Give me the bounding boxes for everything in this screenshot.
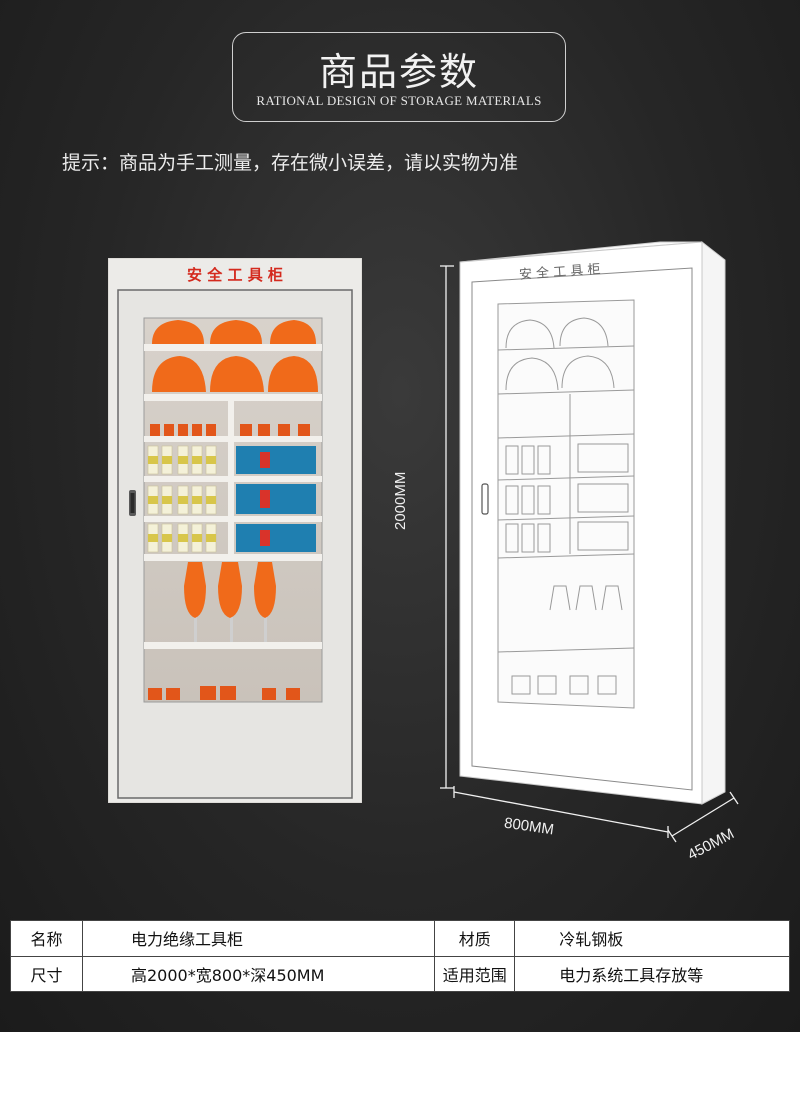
line-cabinet-label: 安 全 工 具 柜 — [518, 261, 600, 283]
spec-value-name: 电力绝缘工具柜 — [81, 920, 436, 957]
depth-dimension-line — [667, 791, 739, 843]
spec-label-scope: 适用范围 — [434, 955, 516, 992]
spec-label-size: 尺寸 — [10, 955, 83, 992]
table-row: 尺寸 高2000*宽800*深450MM 适用范围 电力系统工具存放等 — [10, 955, 790, 992]
tool-case-group — [236, 446, 316, 552]
height-dimension-line — [440, 265, 454, 789]
section-title: 商品参数 — [318, 50, 479, 94]
helmet-group-middle — [152, 356, 318, 392]
bottle-group — [147, 445, 217, 553]
product-parameter-panel: 商品参数 RATIONAL DESIGN OF STORAGE MATERIAL… — [0, 0, 800, 1032]
spec-value-size: 高2000*宽800*深450MM — [81, 955, 436, 992]
section-subtitle: RATIONAL DESIGN OF STORAGE MATERIALS — [256, 93, 542, 108]
height-dimension-label: 2000MM — [392, 471, 409, 530]
measurement-notice: 提示：商品为手工测量，存在微小误差，请以实物为准 — [62, 152, 519, 174]
spec-label-name: 名称 — [10, 920, 83, 957]
specification-table: 名称 电力绝缘工具柜 材质 冷轧钢板 尺寸 高2000*宽800*深450MM … — [10, 920, 790, 992]
cabinet-line-drawing: 安 全 工 具 柜 — [440, 240, 739, 843]
section-title-box: 商品参数 RATIONAL DESIGN OF STORAGE MATERIAL… — [232, 32, 566, 122]
helmet-group-top — [152, 320, 316, 344]
table-row: 名称 电力绝缘工具柜 材质 冷轧钢板 — [10, 920, 790, 957]
cabinet-photo: 安 全 工 具 柜 — [108, 258, 362, 803]
photo-cabinet-label: 安 全 工 具 柜 — [187, 266, 283, 284]
spec-label-material: 材质 — [434, 920, 516, 957]
width-dimension-line — [453, 786, 669, 838]
lamp-group — [184, 562, 276, 642]
spec-value-scope: 电力系统工具存放等 — [514, 955, 790, 992]
spec-value-material: 冷轧钢板 — [514, 920, 790, 957]
